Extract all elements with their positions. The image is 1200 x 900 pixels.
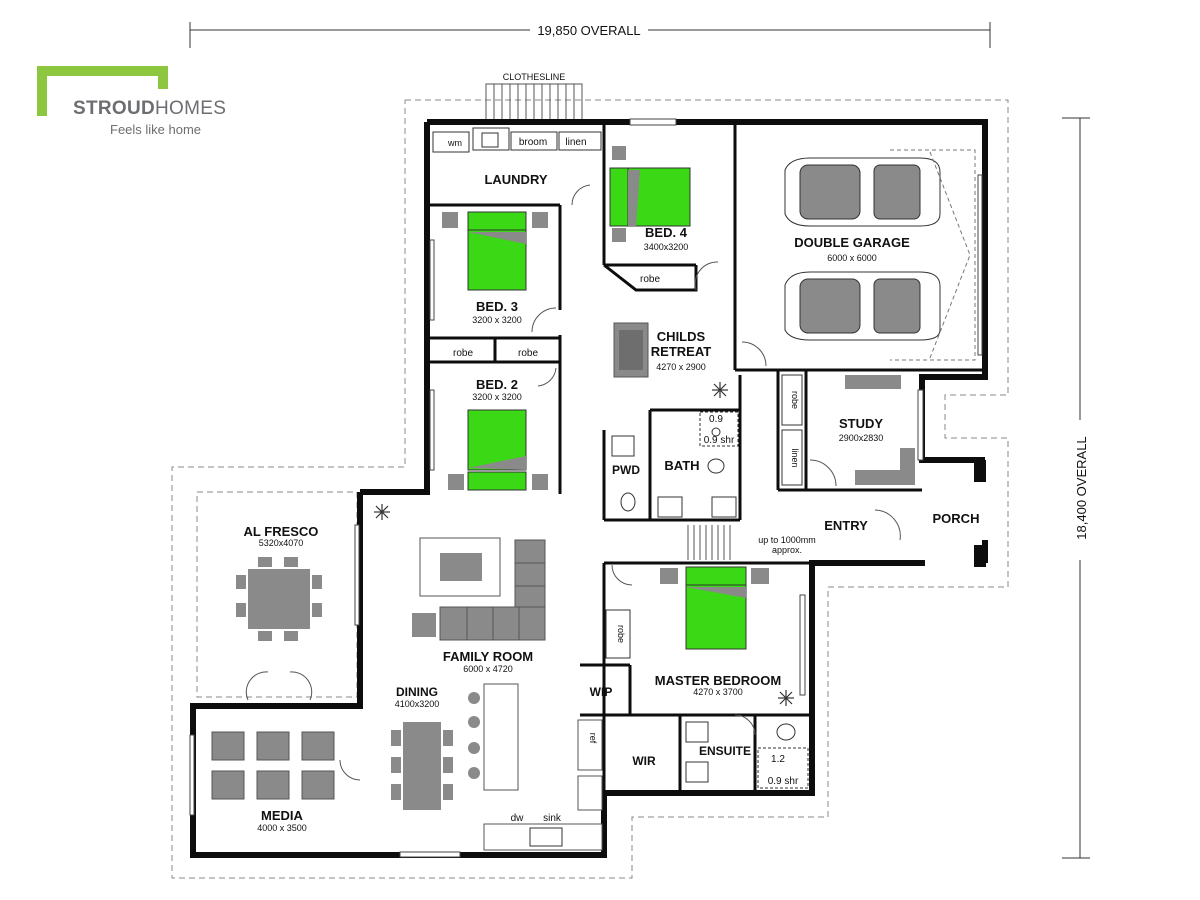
bed3-robe-label: robe	[453, 348, 473, 359]
entry-label: ENTRY	[824, 518, 868, 533]
kitchen-island	[468, 683, 603, 851]
bed4-furniture	[609, 146, 691, 242]
linen-laundry-label: linen	[565, 137, 586, 148]
master-size: 4270 x 3700	[693, 687, 743, 697]
door-swings	[245, 184, 901, 781]
bath-fixtures	[611, 411, 739, 518]
study-robe-label: robe	[790, 391, 800, 409]
bed4-size: 3400x3200	[644, 242, 689, 252]
logo-wordmark: STROUDHOMES	[73, 98, 226, 120]
bath-shower-bottom: 0.9 shr	[704, 435, 735, 446]
dining-label: DINING	[396, 685, 438, 699]
bed3-label: BED. 3	[476, 299, 518, 314]
bed2-size: 3200 x 3200	[472, 392, 522, 402]
study-size: 2900x2830	[839, 433, 884, 443]
interior-walls	[358, 122, 985, 793]
windows	[189, 118, 983, 858]
wip-label: WIP	[590, 685, 613, 699]
bath-shower-top: 0.9	[709, 414, 723, 425]
logo-brand-light: HOMES	[155, 98, 227, 119]
pwd-label: PWD	[612, 463, 640, 477]
garage-size: 6000 x 6000	[827, 253, 877, 263]
family-furniture	[412, 537, 546, 641]
media-label: MEDIA	[261, 808, 304, 823]
retreat-label-2: RETREAT	[651, 344, 711, 359]
dining-size: 4100x3200	[395, 699, 440, 709]
master-robe-label: robe	[616, 625, 626, 643]
logo-brand-bold: STROUD	[73, 98, 156, 119]
exterior-walls	[190, 119, 988, 858]
dw-label: dw	[511, 813, 525, 824]
porch-column-top	[974, 460, 986, 482]
ensuite-label: ENSUITE	[699, 744, 751, 758]
retreat-size: 4270 x 2900	[656, 362, 706, 372]
overall-width-label: 19,850 OVERALL	[537, 23, 640, 38]
media-size: 4000 x 3500	[257, 823, 307, 833]
broom-label: broom	[519, 137, 547, 148]
master-bed	[605, 566, 769, 659]
overall-depth-label: 18,400 OVERALL	[1074, 436, 1089, 539]
retreat-sofa	[613, 322, 649, 378]
bed4-robe-label: robe	[640, 274, 660, 285]
bed2-label: BED. 2	[476, 377, 518, 392]
family-size: 6000 x 4720	[463, 664, 513, 674]
bed4-label: BED. 4	[645, 225, 688, 240]
logo-tagline: Feels like home	[110, 122, 202, 137]
garage-cars	[784, 157, 941, 341]
logo-mark	[37, 66, 168, 116]
ref-label: ref	[588, 733, 598, 744]
study-label: STUDY	[839, 416, 883, 431]
clothesline-label: CLOTHESLINE	[503, 72, 566, 82]
media-chairs	[211, 731, 335, 800]
alfresco-label: AL FRESCO	[244, 524, 319, 539]
laundry-label: LAUNDRY	[484, 172, 547, 187]
bed3-size: 3200 x 3200	[472, 315, 522, 325]
study-linen-label: linen	[790, 448, 800, 467]
wm-label: wm	[447, 138, 462, 148]
entry-note-2: approx.	[772, 545, 802, 555]
sink-label: sink	[543, 813, 562, 824]
clothesline	[485, 83, 583, 121]
plant-icons	[374, 382, 794, 706]
ensuite-shower-top: 1.2	[771, 754, 785, 765]
entry-steps	[687, 525, 731, 560]
bed2-furniture	[448, 409, 548, 491]
bed3-furniture	[442, 211, 548, 291]
bed2-robe-label: robe	[518, 348, 538, 359]
porch-label: PORCH	[933, 511, 980, 526]
family-label: FAMILY ROOM	[443, 649, 533, 664]
entry-note-1: up to 1000mm	[758, 535, 816, 545]
retreat-label-1: CHILDS	[657, 329, 706, 344]
porch-column-bottom	[974, 545, 986, 567]
laundry-fixtures	[432, 127, 602, 153]
garage-door-swing	[890, 149, 976, 361]
ensuite-fixtures	[685, 721, 809, 789]
study-furniture	[781, 374, 915, 486]
garage-label: DOUBLE GARAGE	[794, 235, 910, 250]
dimension-lines	[189, 22, 1090, 859]
bath-label: BATH	[664, 458, 699, 473]
wir-label: WIR	[632, 754, 656, 768]
alfresco-size: 5320x4070	[259, 538, 304, 548]
dining-table	[391, 722, 453, 810]
ensuite-shower-bottom: 0.9 shr	[768, 776, 799, 787]
alfresco-table	[236, 557, 322, 641]
master-label: MASTER BEDROOM	[655, 673, 781, 688]
